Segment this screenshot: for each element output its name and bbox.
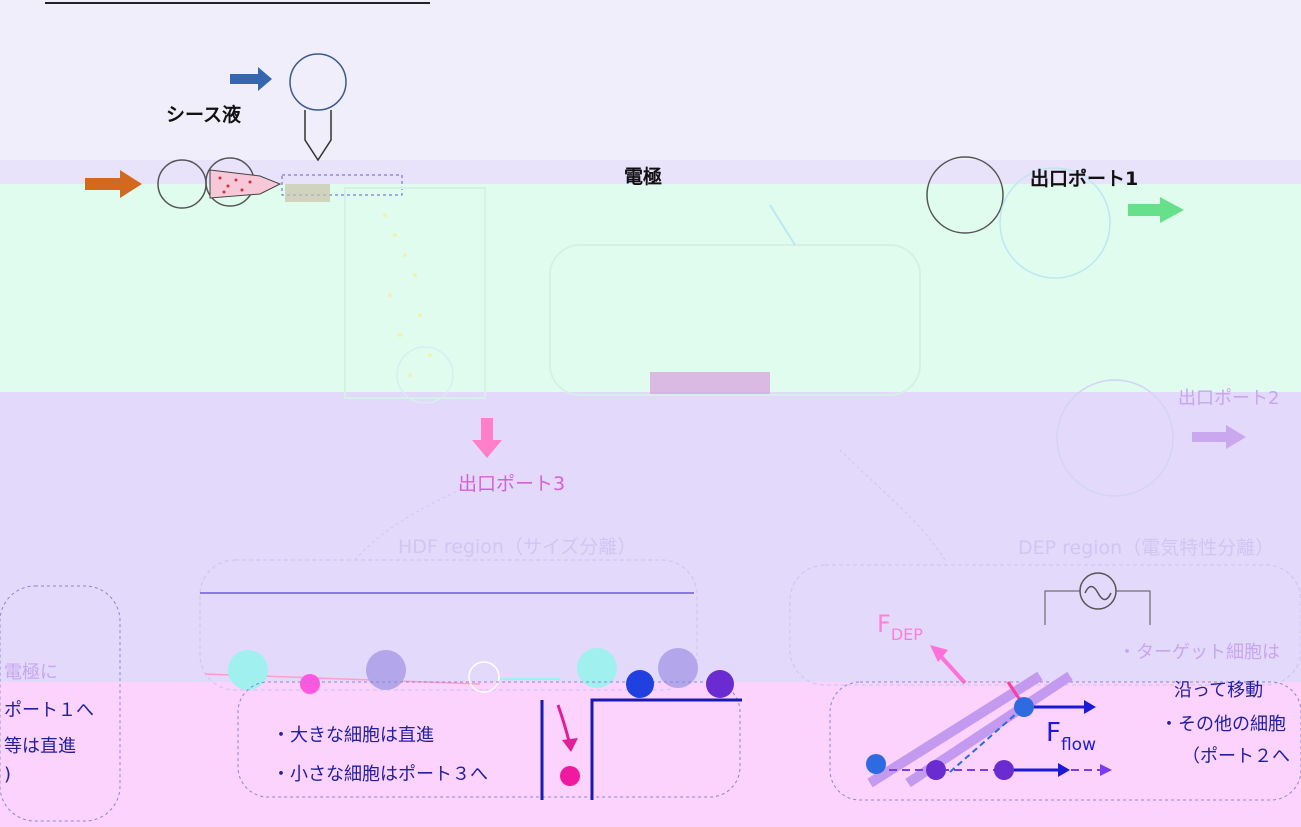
left-box-line1: 電極に: [4, 662, 58, 683]
hdf-info-box: [237, 681, 741, 798]
left-info-box: [0, 585, 121, 822]
large-cell-purple: [366, 650, 406, 690]
branch-arrow: [556, 704, 572, 746]
particle-field: [383, 213, 432, 377]
hdf-region-label: HDF region（サイズ分離）: [398, 536, 637, 558]
sheath-label: シース液: [166, 104, 242, 126]
dep-box-line2: 沿って移動: [1174, 680, 1264, 701]
fdep-label: FDEP: [877, 610, 923, 644]
fflow-sub: flow: [1060, 735, 1096, 755]
fflow-label: Fflow: [1046, 718, 1096, 755]
purple-cell-partial: [706, 670, 734, 698]
main-channel: [344, 187, 486, 399]
sample-dots: [218, 176, 252, 194]
outlet3-label: 出口ポート3: [458, 473, 566, 495]
sample-channel: [209, 169, 282, 199]
dep-box-line3: ・その他の細胞: [1160, 714, 1286, 735]
hdf-box-line2: ・小さな細胞はポート３へ: [272, 764, 488, 785]
fdep-sub: DEP: [890, 625, 923, 644]
sample-arrow-icon: [85, 170, 142, 198]
outlet2-reservoir: [1056, 379, 1174, 497]
cyan-band: [0, 184, 1301, 392]
guide-line: [769, 204, 796, 246]
middle-lavender-band: [0, 392, 1301, 682]
top-band: [0, 0, 1301, 160]
purple-cell-arrowhead-icon: [1058, 763, 1070, 777]
focusing-region: [281, 174, 403, 196]
pink-edge-mark: [1006, 681, 1022, 701]
sheath-channel: [304, 110, 332, 162]
large-cell-purple-2: [658, 648, 698, 688]
outlet3-arrow-icon: [472, 418, 502, 458]
hdf-region-box: [199, 559, 698, 691]
purple-cell-1: [926, 760, 946, 780]
electrode-label: 電極: [624, 166, 663, 188]
fdep-arrowhead-icon: [930, 645, 948, 662]
sample-reservoir-left: [157, 159, 207, 209]
split-marker: [468, 661, 500, 693]
sheath-reservoir: [289, 53, 347, 111]
outlet3-reservoir: [396, 346, 454, 404]
target-cell: [1014, 697, 1034, 717]
outlet1-reservoir-top: [926, 156, 1004, 234]
blue-cell-partial: [626, 670, 654, 698]
electrode-bar-1: [867, 671, 1043, 788]
small-cell-pink: [300, 674, 320, 694]
blue-cell-1: [866, 754, 886, 774]
dep-region-box: [789, 564, 1301, 686]
branch-arrowhead-icon: [562, 738, 578, 752]
dep-channel: [549, 244, 921, 396]
hdf-box-line1: ・大きな細胞は直進: [272, 725, 434, 746]
dep-region-label: DEP region（電気特性分離）: [1018, 537, 1275, 559]
fflow-arrowhead-icon: [1084, 700, 1096, 714]
left-box-line4: ): [4, 764, 12, 785]
fdep-main: F: [877, 610, 891, 638]
left-box-line2: ポート１へ: [4, 700, 94, 721]
hdf-connector: [354, 479, 481, 561]
electrode-strip: [650, 372, 770, 394]
outlet2-arrow-icon: [1192, 425, 1246, 449]
focus-mesh: [285, 184, 330, 202]
outlet1-arrow-icon: [1128, 197, 1184, 223]
outlet1-reservoir: [999, 167, 1111, 279]
purple-cell-2: [994, 760, 1014, 780]
ac-wave: [1084, 585, 1112, 601]
outlet1-label: 出口ポート1: [1030, 168, 1139, 190]
branch-wall-right: [590, 698, 742, 800]
large-cell-cyan: [228, 650, 268, 690]
ac-wiring: [1044, 590, 1151, 625]
small-cell-exit: [560, 766, 580, 786]
dep-box-line4: （ポート２へ: [1182, 746, 1290, 767]
left-box-line3: 等は直進: [4, 736, 76, 757]
large-cell-cyan-2: [577, 648, 617, 688]
target-cell-path: [949, 705, 1026, 773]
other-path-arrowhead-icon: [1100, 764, 1112, 776]
dep-connector: [839, 449, 946, 561]
outlet2-label: 出口ポート2: [1178, 388, 1280, 409]
dep-box-line1: ・ターゲット細胞は: [1118, 642, 1280, 663]
sheath-arrow-icon: [230, 67, 272, 91]
fflow-main: F: [1046, 718, 1061, 748]
